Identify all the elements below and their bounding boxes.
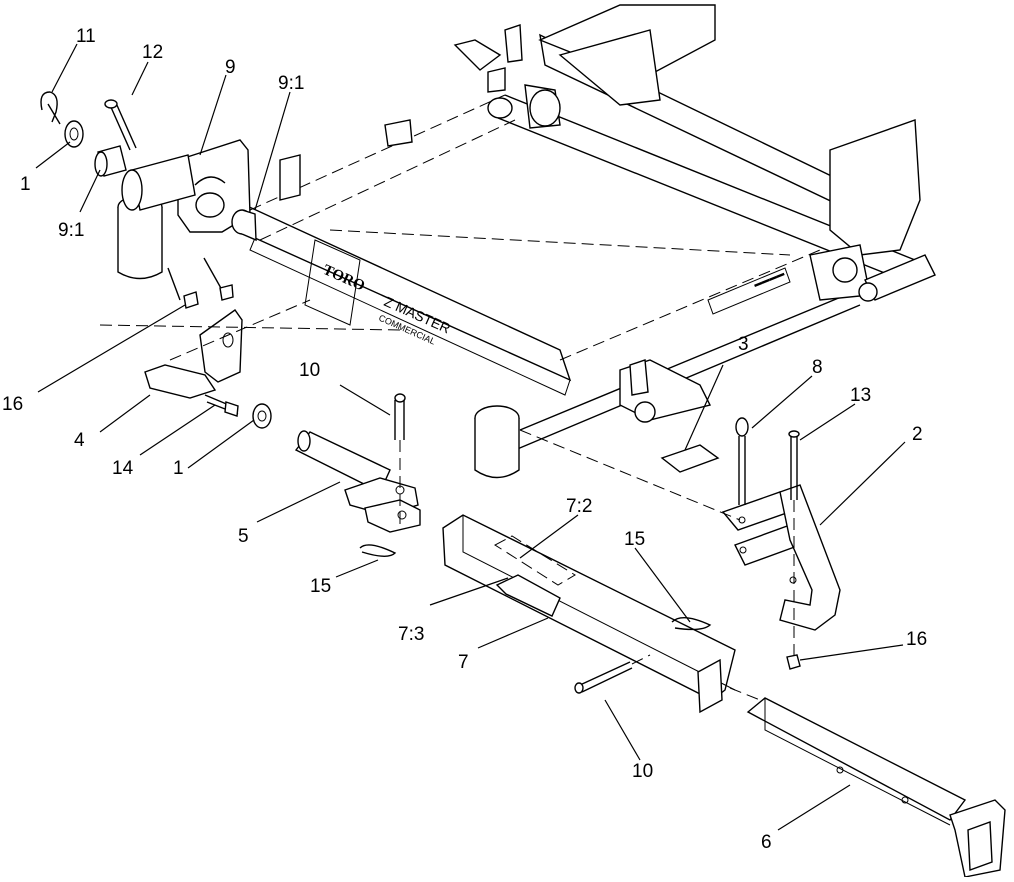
callout-15-right: 15 — [624, 529, 645, 550]
callout-7: 7 — [458, 652, 469, 673]
callout-7-2: 7:2 — [566, 496, 592, 517]
right-hitch-bracket — [519, 417, 841, 670]
callout-12: 12 — [142, 42, 163, 63]
callouts: 11 12 9 9:1 1 9:1 16 4 14 1 10 5 15 7:2 … — [2, 26, 927, 853]
hitch-tube — [442, 514, 736, 714]
frame-brand-label: TORO — [320, 262, 367, 294]
callout-6: 6 — [761, 832, 772, 853]
callout-15-left: 15 — [310, 576, 331, 597]
leader-lines — [35, 43, 906, 831]
callout-4: 4 — [74, 430, 85, 451]
callout-3: 3 — [738, 334, 749, 355]
callout-1-upper: 1 — [20, 174, 31, 195]
connecting-rod — [294, 393, 421, 557]
left-hitch-bracket — [99, 299, 401, 429]
callout-9-1-upper: 9:1 — [278, 73, 304, 94]
mower-frame: ▬▬▬▬ — [243, 4, 936, 479]
callout-9-1-lower: 9:1 — [58, 220, 84, 241]
callout-7-3: 7:3 — [398, 624, 424, 645]
callout-1-lower: 1 — [173, 458, 184, 479]
pivot-tower — [40, 91, 257, 309]
callout-9: 9 — [225, 57, 236, 78]
callout-8: 8 — [812, 357, 823, 378]
callout-10-upper: 10 — [299, 360, 320, 381]
callout-16-right: 16 — [906, 629, 927, 650]
callout-10-lower: 10 — [632, 761, 653, 782]
callout-13: 13 — [850, 385, 871, 406]
callout-2: 2 — [912, 424, 923, 445]
callout-14: 14 — [112, 458, 134, 479]
extension-bar — [729, 687, 1006, 878]
callout-11: 11 — [76, 26, 96, 47]
callout-5: 5 — [238, 526, 249, 547]
callout-16-left: 16 — [2, 394, 23, 415]
